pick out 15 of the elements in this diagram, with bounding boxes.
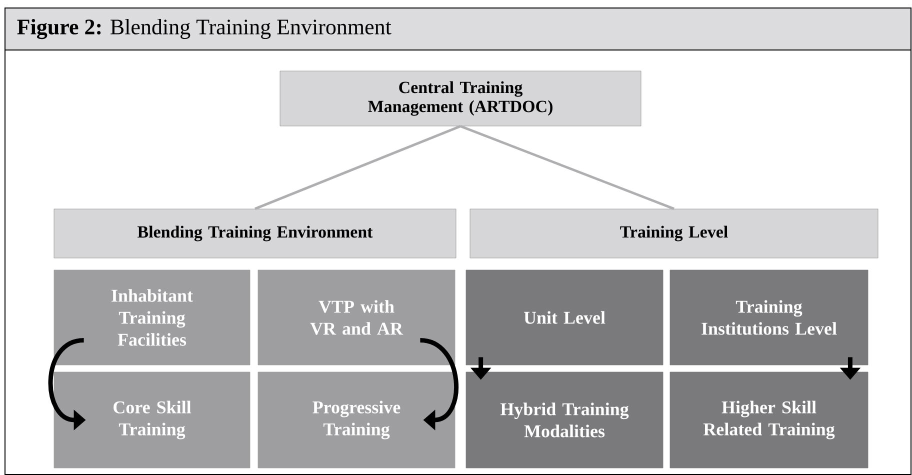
connector-line [460, 125, 674, 210]
category-box: Core Skill Training [54, 372, 250, 468]
category-box: Higher Skill Related Training [670, 372, 868, 468]
arrow [420, 338, 458, 430]
heading-box: Central Training Management (ARTDOC) [280, 70, 642, 126]
figure-title: Figure 2: Blending Training Environment [4, 8, 912, 50]
category-box: Unit Level [466, 270, 664, 366]
heading-box: Blending Training Environment [54, 208, 456, 258]
category-box: Inhabitant Training Facilities [54, 270, 250, 366]
heading-box: Training Level [470, 208, 878, 258]
connector-line [254, 125, 461, 210]
category-box: VTP with VR and AR [258, 270, 456, 366]
category-box: Progressive Training [258, 372, 456, 468]
category-box: Training Institutions Level [670, 270, 868, 366]
category-box: Hybrid Training Modalities [466, 372, 664, 468]
